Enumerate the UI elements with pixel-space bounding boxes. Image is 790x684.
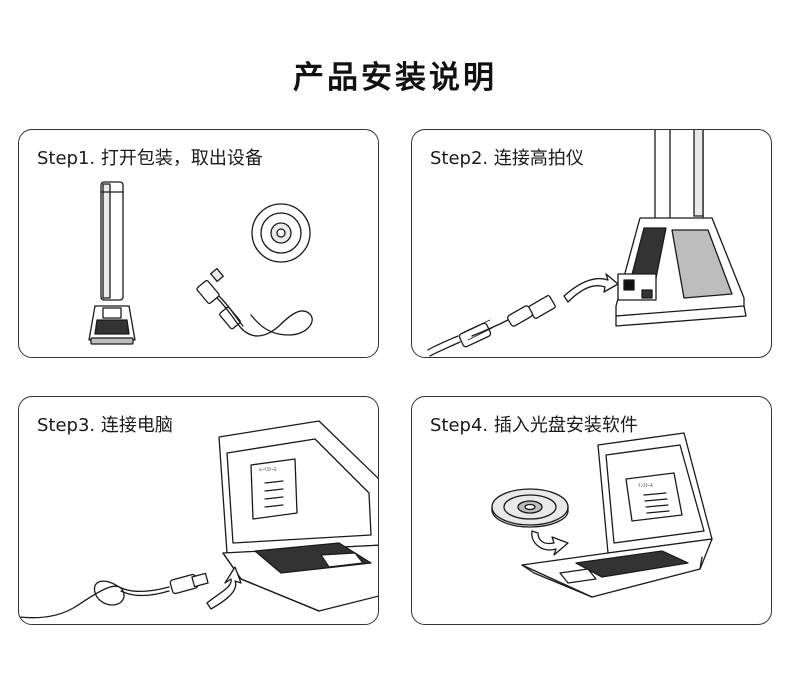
connect-arrow-icon xyxy=(206,566,242,610)
connect-arrow-icon xyxy=(563,273,619,303)
laptop-icon: ﾑｰｲｽﾄｰﾙ xyxy=(218,420,378,612)
insert-arrow-icon xyxy=(531,530,569,556)
step-3-illustration: ﾑｰｲｽﾄｰﾙ xyxy=(19,420,378,619)
cd-disc-icon xyxy=(251,203,311,263)
step-3-card: Step3. 连接电脑 ﾑｰｲｽﾄｰﾙ xyxy=(18,396,379,625)
laptop-icon: ｲﾝｽﾄｰﾙ xyxy=(521,432,713,598)
document-camera-folded-icon xyxy=(88,181,136,345)
document-camera-base-icon xyxy=(615,130,747,327)
cd-disc-icon xyxy=(491,488,569,528)
usb-cable-icon xyxy=(196,267,313,337)
step-4-label: Step4. 插入光盘安装软件 xyxy=(430,415,638,436)
step-2-label: Step2. 连接高拍仪 xyxy=(430,148,584,169)
step-2-illustration xyxy=(427,130,747,357)
step-3-label: Step3. 连接电脑 xyxy=(37,415,173,436)
step-1-card: Step1. 打开包装，取出设备 xyxy=(18,129,379,358)
step-1-label: Step1. 打开包装，取出设备 xyxy=(37,148,263,169)
screen-text-icon: ｲﾝｽﾄｰﾙ xyxy=(638,483,654,489)
step-4-illustration: ｲﾝｽﾄｰﾙ xyxy=(491,432,713,598)
usb-cable-icon xyxy=(427,295,556,357)
screen-text-icon: ﾑｰｲｽﾄｰﾙ xyxy=(259,467,277,473)
step-2-card: Step2. 连接高拍仪 xyxy=(411,129,772,358)
step-4-card: Step4. 插入光盘安装软件 ｲﾝｽﾄｰﾙ xyxy=(411,396,772,625)
page-title: 产品安装说明 xyxy=(293,60,497,96)
step-1-illustration xyxy=(88,181,313,345)
usb-cable-icon xyxy=(19,572,209,619)
